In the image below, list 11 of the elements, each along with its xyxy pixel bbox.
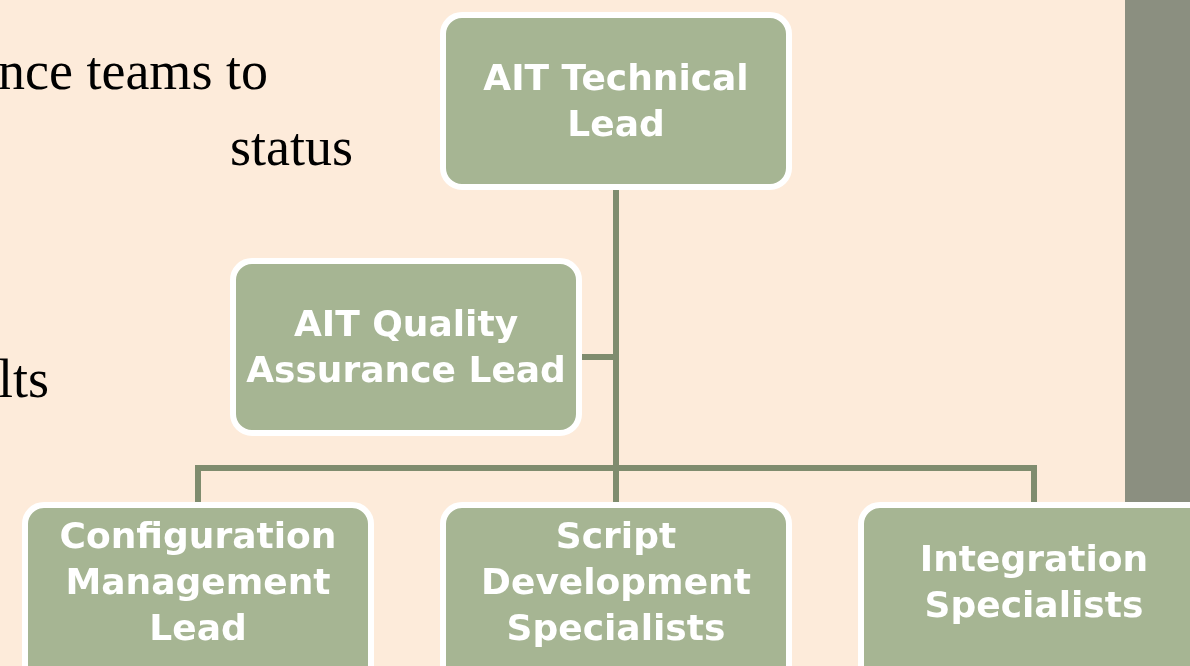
role-title: AIT Technical Lead [482,55,750,146]
org-chart-box [858,502,1190,666]
org-chart-box [230,258,582,436]
org-chart-box [440,12,792,190]
role-title: Configuration Management Lead [58,513,338,651]
slide-text: status [230,120,353,174]
role-title: Integration Specialists [918,536,1150,627]
role-title: Script Development Specialists [480,513,752,651]
org-chart-box [22,502,374,666]
org-chart-box [440,502,792,666]
role-title: AIT Quality Assurance Lead [245,301,567,392]
